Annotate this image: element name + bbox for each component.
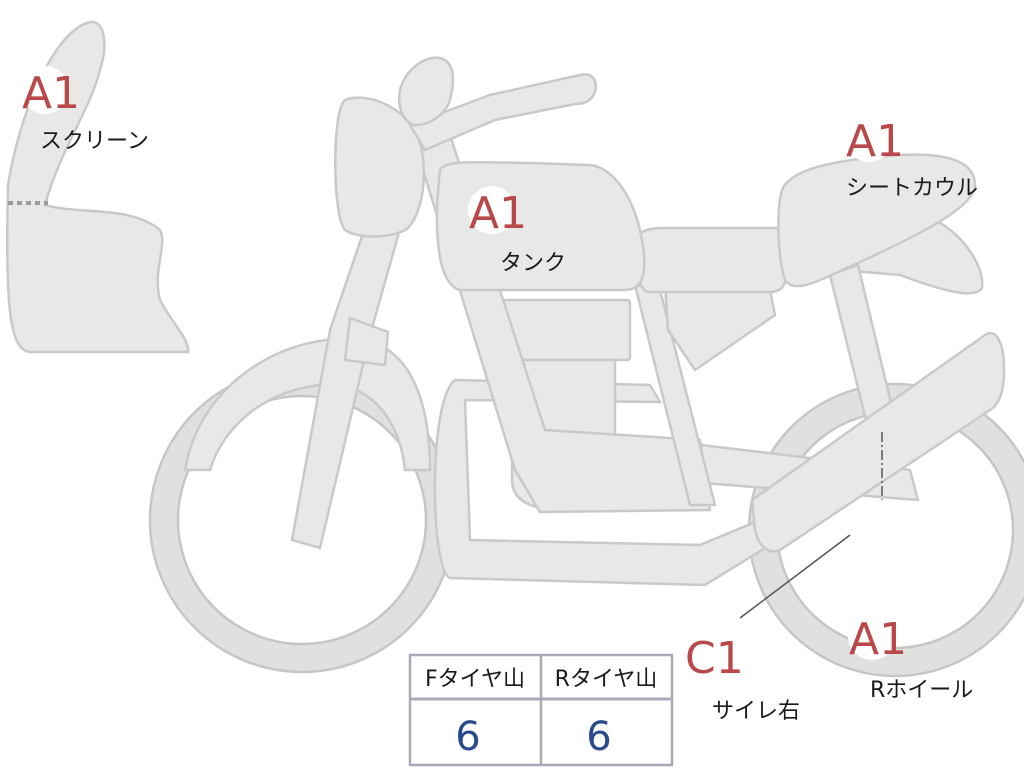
screen-grade: A1 [22,68,80,119]
rear-wheel-grade: A1 [849,614,907,665]
side-cover [663,283,777,372]
fork-clamp [343,316,390,367]
badge-bg [848,612,896,660]
badge-bg [468,186,516,234]
muffler [750,332,1006,553]
front-tire-value: 6 [455,714,480,760]
muffler-grade: C1 [685,633,744,684]
seat [636,226,790,294]
front-fender [183,337,432,472]
front-tire-header: Fタイヤ山 [425,667,525,692]
seat-cowl-label: シートカウル [846,176,978,201]
screen-label: スクリーン [40,129,149,154]
badge-bg [684,631,732,679]
exhaust-pipe [433,378,772,587]
muffler-label: サイレ右 [712,699,800,724]
tank-label: タンク [500,251,566,276]
tire-tread-table: Fタイヤ山 Rタイヤ山 6 6 [408,653,674,767]
rear-tire-value: 6 [586,714,611,760]
badge-bg [21,66,69,114]
headlight [334,96,426,238]
tank-grade: A1 [469,188,527,239]
seat-cowl-grade: A1 [846,116,904,167]
handlebar [408,73,597,152]
muffler-leader-line [739,534,851,619]
rear-tire-header: Rタイヤ山 [555,667,658,692]
mirror [398,56,455,127]
rear-wheel-label: Rホイール [870,678,973,703]
badge-bg [845,114,893,162]
